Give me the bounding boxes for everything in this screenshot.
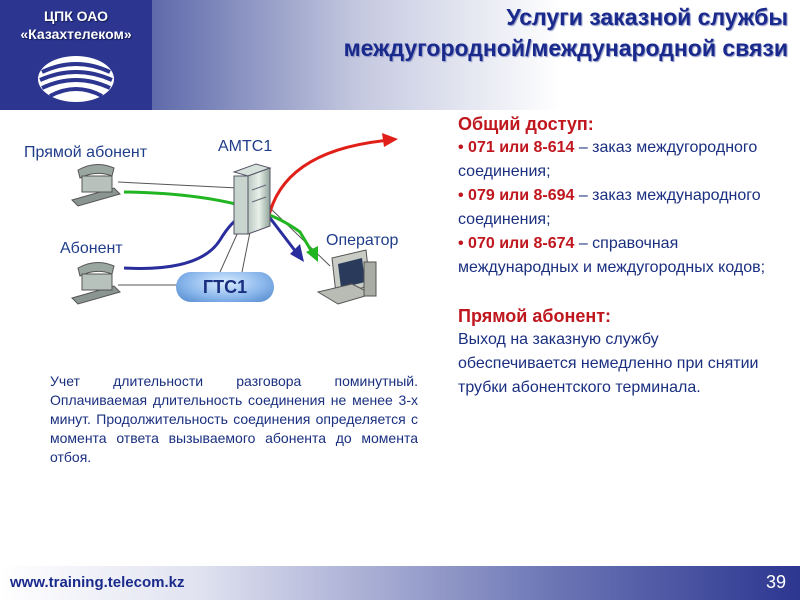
org-line-2: «Казахтелеком»: [20, 26, 132, 42]
direct-subscriber-label: Прямой абонент: [24, 144, 148, 161]
red-arrow-line: [266, 138, 391, 221]
connector-lines: [117, 181, 331, 286]
service-code: • 079 или 8-694: [458, 187, 575, 204]
footer-band: [0, 566, 800, 600]
org-name: ЦПК ОАО «Казахтелеком»: [0, 7, 152, 43]
direct-access-heading: Прямой абонент:: [458, 306, 612, 326]
phone-icon: [71, 164, 121, 207]
service-code: • 070 или 8-674: [458, 235, 575, 252]
list-item: • 071 или 8-614 – заказ междугородного с…: [458, 136, 778, 184]
general-access-heading: Общий доступ:: [458, 114, 594, 134]
service-description: Общий доступ: • 071 или 8-614 – заказ ме…: [458, 112, 778, 400]
phone-icon: [71, 262, 121, 305]
subscriber-label: Абонент: [60, 240, 123, 257]
spacer: [458, 280, 778, 304]
service-text: – справочная международных и междугородн…: [458, 235, 766, 276]
footer-url[interactable]: www.training.telecom.kz: [10, 574, 185, 591]
green-arrow-head: [306, 246, 318, 262]
gts-badge: ГТС1: [176, 272, 274, 302]
service-text: – заказ междугородного соединения;: [458, 139, 758, 180]
computer-icon: [316, 249, 377, 305]
billing-note: Учет длительности разговора поминутный. …: [50, 373, 418, 465]
page-number: 39: [765, 572, 786, 592]
network-diagram: [71, 133, 398, 305]
title-line-1: Услуги заказной службы: [506, 4, 788, 30]
list-item: • 070 или 8-674 – справочная международн…: [458, 232, 778, 280]
org-line-1: ЦПК ОАО: [43, 8, 109, 24]
operator-label: Оператор: [326, 232, 399, 249]
amts-label: АМТС1: [218, 138, 273, 155]
list-item: • 079 или 8-694 – заказ международного с…: [458, 184, 778, 232]
service-text: – заказ международного соединения;: [458, 187, 761, 228]
direct-access-text: Выход на заказную службу обеспечивается …: [458, 331, 759, 396]
red-arrow-head: [382, 133, 398, 147]
navy-arrow-head: [290, 244, 304, 262]
globe-icon: [38, 56, 114, 102]
logo: ЦПК ОАО «Казахтелеком»: [0, 0, 152, 110]
service-code: • 071 или 8-614: [458, 139, 575, 156]
telephone-station-icon: [232, 163, 272, 235]
title-line-2: междугородной/международной связи: [343, 35, 788, 61]
page-title: Услуги заказной службы междугородной/меж…: [344, 2, 788, 64]
